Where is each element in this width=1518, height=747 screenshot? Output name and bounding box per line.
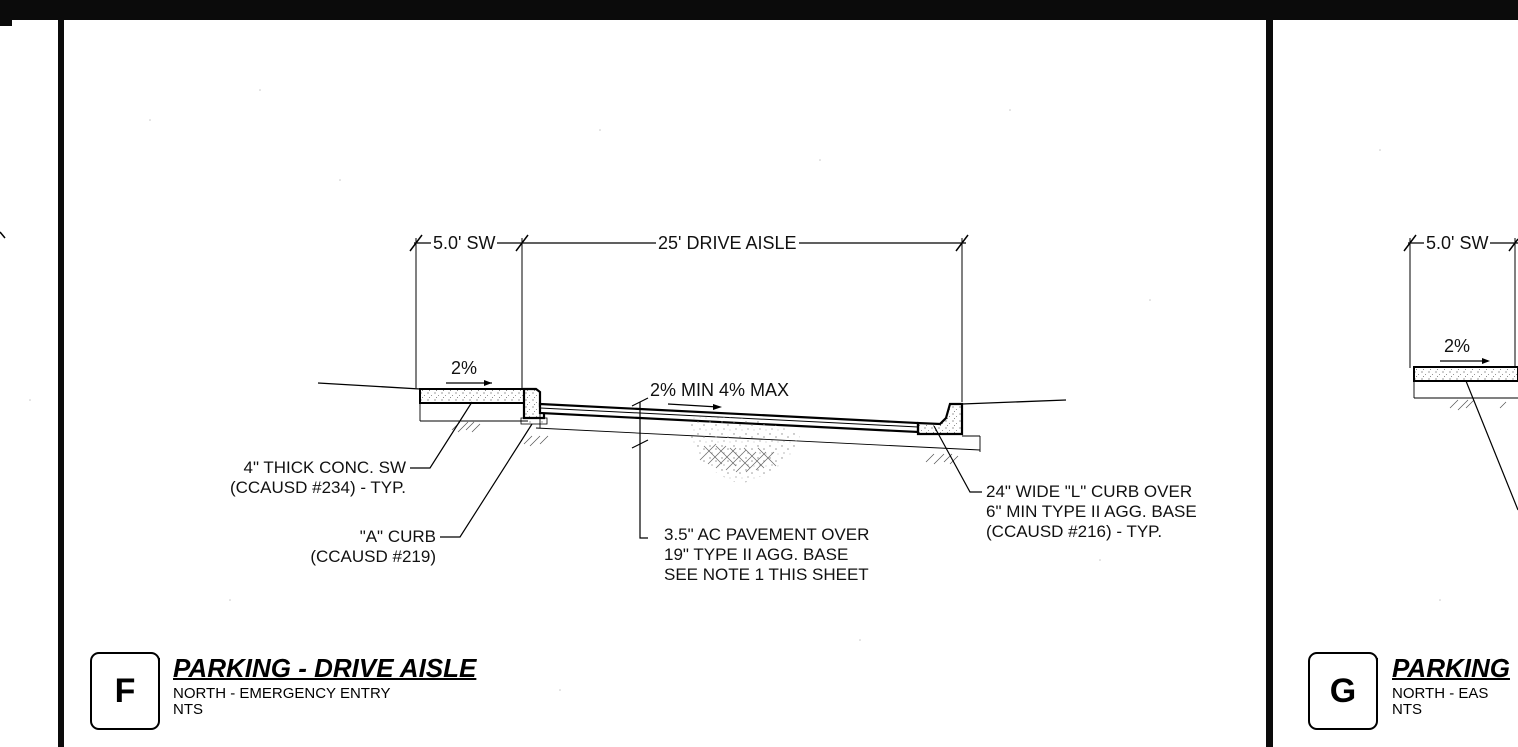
note-sidewalk-line-2: (CCAUSD #234) - TYP.: [229, 478, 406, 497]
note-a-curb: "A" CURB (CCAUSD #219): [240, 527, 436, 567]
detail-f-title: PARKING - DRIVE AISLE: [173, 653, 477, 683]
note-ac-pavement: 3.5" AC PAVEMENT OVER 19" TYPE II AGG. B…: [664, 525, 869, 585]
dim-drive-aisle: 25' DRIVE AISLE: [656, 233, 799, 253]
detail-g-section: [1403, 234, 1518, 511]
detail-g-scale: NTS: [1392, 701, 1422, 718]
detail-f-letter: F: [114, 671, 136, 710]
detail-g-title-bracket: [1376, 658, 1378, 720]
detail-f-section: [317, 234, 1067, 539]
detail-g-subtitle: NORTH - EAS: [1392, 685, 1489, 702]
dim-sidewalk-g: 5.0' SW: [1424, 233, 1491, 253]
detail-f-scale: NTS: [173, 701, 203, 718]
note-a-curb-line-1: "A" CURB: [359, 527, 436, 546]
detail-g-title: PARKING: [1392, 653, 1510, 683]
note-l-curb-line-1: 24" WIDE "L" CURB OVER: [986, 482, 1193, 501]
note-ac-pavement-line-3: SEE NOTE 1 THIS SHEET: [664, 565, 869, 584]
note-l-curb-line-2: 6" MIN TYPE II AGG. BASE: [986, 502, 1197, 521]
slope-sidewalk-f: 2%: [451, 358, 478, 378]
detail-g-letter-box: G: [1308, 652, 1378, 730]
note-l-curb-line-3: (CCAUSD #216) - TYP.: [986, 522, 1163, 541]
note-ac-pavement-line-2: 19" TYPE II AGG. BASE: [664, 545, 849, 564]
paper-texture: [29, 89, 1441, 691]
dim-sidewalk-f: 5.0' SW: [431, 233, 498, 253]
detail-f-subtitle: NORTH - EMERGENCY ENTRY: [173, 685, 391, 702]
detail-f-title-bracket: [158, 658, 160, 720]
note-sidewalk-line-1: 4" THICK CONC. SW: [243, 458, 406, 477]
detail-g-letter: G: [1329, 671, 1357, 710]
note-sidewalk: 4" THICK CONC. SW (CCAUSD #234) - TYP.: [150, 458, 406, 498]
note-a-curb-line-2: (CCAUSD #219): [310, 547, 436, 566]
note-ac-pavement-line-1: 3.5" AC PAVEMENT OVER: [664, 525, 870, 544]
slope-drive-aisle: 2% MIN 4% MAX: [650, 380, 790, 400]
note-l-curb: 24" WIDE "L" CURB OVER 6" MIN TYPE II AG…: [986, 482, 1197, 542]
slope-sidewalk-g: 2%: [1444, 336, 1471, 356]
detail-f-letter-box: F: [90, 652, 160, 730]
